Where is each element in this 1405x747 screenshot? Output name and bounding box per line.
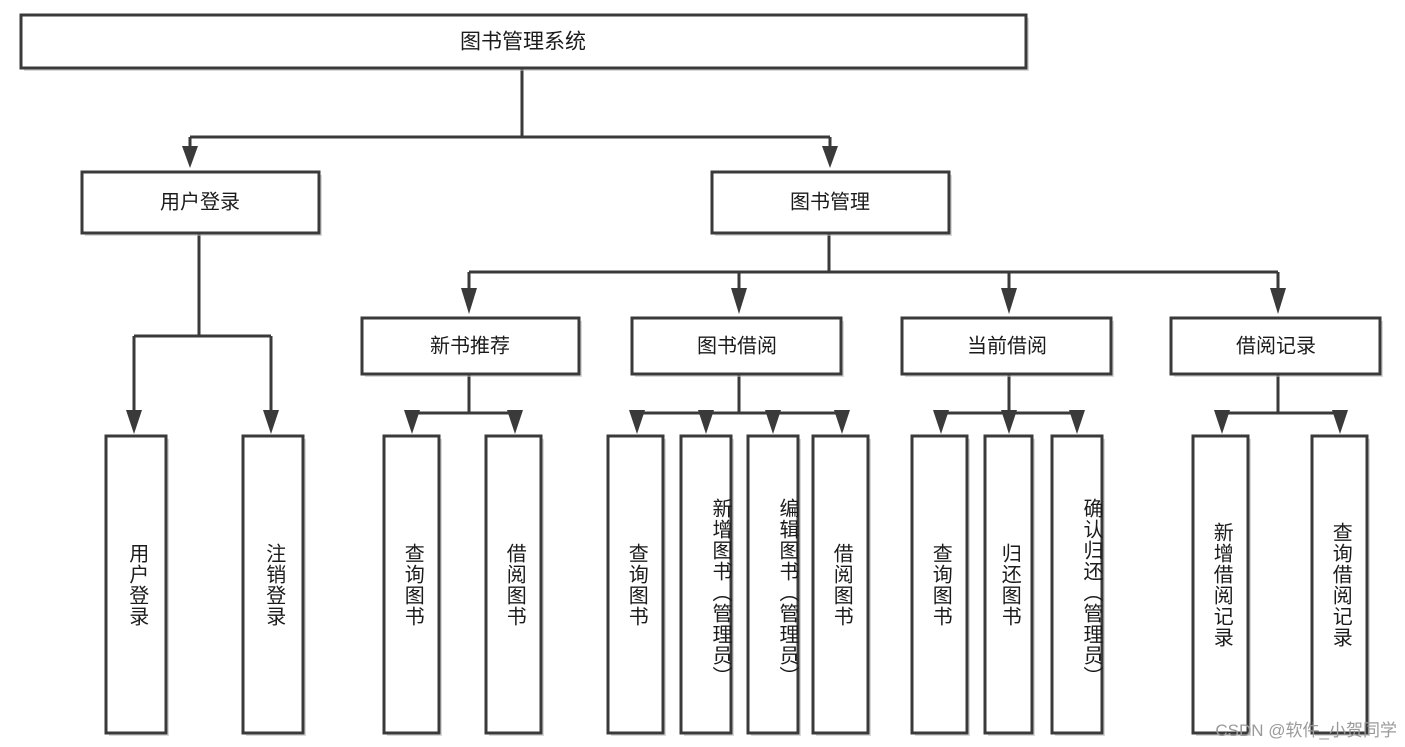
leaf-box-user-login-1[interactable]	[104, 434, 168, 735]
arrowhead-leaf-ul-2	[263, 410, 279, 434]
leaf-box-current-borrow-1[interactable]	[910, 434, 969, 735]
box-group	[19, 13, 1382, 735]
leaf-box-new-book-2[interactable]	[484, 434, 543, 735]
node-borrow-record-label: 借阅记录	[1236, 334, 1316, 357]
leaf-box-borrow-record-1[interactable]	[1191, 434, 1250, 735]
arrowhead-leaf-bb-3	[765, 410, 781, 434]
node-book-manage-box[interactable]	[710, 170, 951, 235]
leaf-box-book-borrow-2[interactable]	[679, 434, 733, 735]
arrowhead-currentborrow	[1001, 288, 1017, 314]
node-root-label: 图书管理系统	[460, 31, 586, 54]
node-book-manage-label: 图书管理	[790, 190, 870, 213]
arrowhead-user-login	[182, 146, 198, 168]
node-new-book-box[interactable]	[360, 316, 581, 376]
arrowhead-leaf-br-2	[1332, 410, 1348, 434]
node-book-borrow-box[interactable]	[630, 316, 843, 376]
arrowhead-leaf-cb-2	[1001, 410, 1017, 434]
arrowhead-leaf-bb-2	[698, 410, 714, 434]
node-borrow-record-box[interactable]	[1169, 316, 1382, 376]
csdn-watermark: CSDN @软件_小贺同学	[1215, 721, 1397, 740]
arrowhead-borrowrecord	[1270, 288, 1286, 314]
arrowhead-leaf-bb-1	[629, 410, 645, 434]
arrowhead-leaf-br-1	[1214, 410, 1230, 434]
node-current-borrow-box[interactable]	[900, 316, 1113, 376]
leaf-box-new-book-1[interactable]	[382, 434, 441, 735]
leaf-box-book-borrow-3[interactable]	[746, 434, 800, 735]
node-user-login-box[interactable]	[80, 170, 321, 235]
leaf-box-current-borrow-3[interactable]	[1050, 434, 1104, 735]
arrowhead-group	[126, 146, 1348, 434]
leaf-box-book-borrow-1[interactable]	[606, 434, 665, 735]
arrowhead-leaf-nb-1	[404, 410, 420, 434]
arrowhead-book-manage	[822, 146, 838, 168]
arrowhead-bookborrow	[731, 288, 747, 314]
arrowhead-leaf-ul-1	[126, 410, 142, 434]
node-new-book-label: 新书推荐	[430, 334, 510, 357]
arrowhead-leaf-bb-4	[834, 410, 850, 434]
node-book-borrow-label: 图书借阅	[697, 334, 777, 357]
arrowhead-newbook	[461, 288, 477, 314]
leaf-box-current-borrow-2[interactable]	[983, 434, 1034, 735]
arrowhead-leaf-nb-2	[507, 410, 523, 434]
arrowhead-leaf-cb-3	[1069, 410, 1085, 434]
leaf-box-book-borrow-4[interactable]	[811, 434, 870, 735]
node-current-borrow-label: 当前借阅	[967, 334, 1047, 357]
leaf-box-borrow-record-2[interactable]	[1310, 434, 1369, 735]
arrowhead-leaf-cb-1	[933, 410, 949, 434]
node-user-login-label: 用户登录	[160, 190, 240, 213]
node-root-box[interactable]	[19, 13, 1028, 70]
leaf-box-user-login-2[interactable]	[241, 434, 305, 735]
